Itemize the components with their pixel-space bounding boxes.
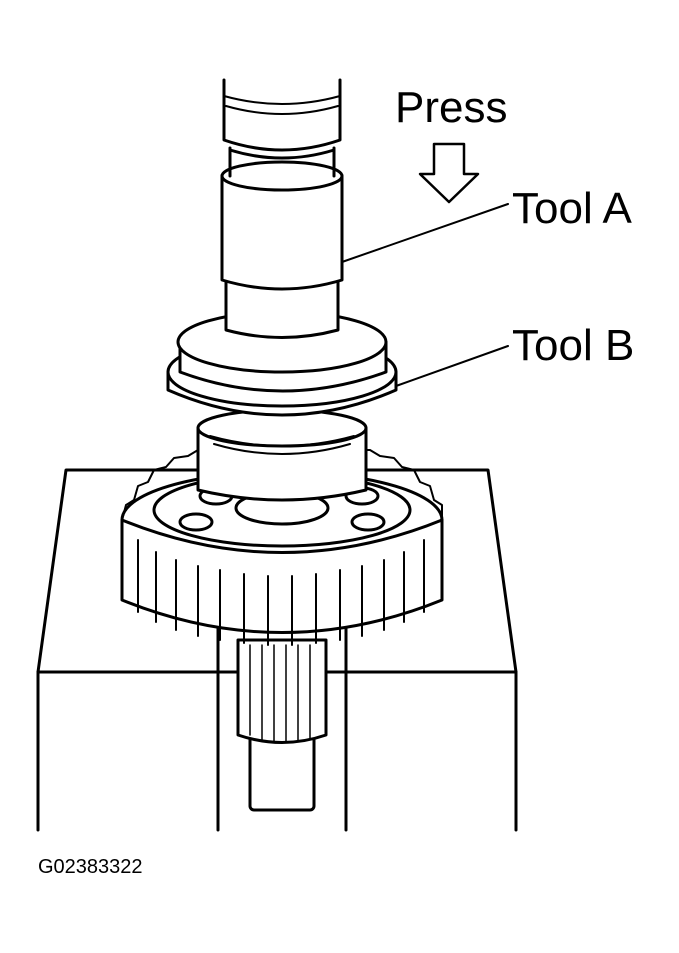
tool-b-leader [395, 345, 509, 387]
tool-a-leader [341, 203, 509, 263]
press-label: Press [395, 83, 508, 132]
tool-a-ram [220, 78, 344, 339]
leader-lines [341, 203, 509, 387]
tool-a-label: Tool A [512, 184, 632, 233]
shaft-sleeve [196, 408, 368, 502]
press-arrow-icon [418, 142, 480, 204]
tool-b-label: Tool B [512, 321, 635, 370]
tool-b-collar [166, 310, 398, 417]
figure-code: G02383322 [38, 856, 143, 878]
lower-shaft [236, 638, 328, 812]
